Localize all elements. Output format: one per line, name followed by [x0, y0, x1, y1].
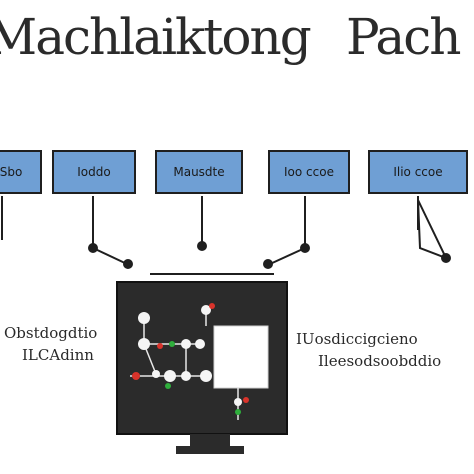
node-red [209, 303, 215, 309]
connector-5-triangle [417, 199, 448, 260]
left-label-line2: ILCAdinn [22, 346, 94, 364]
node-green [235, 409, 241, 415]
monitor-icon [116, 281, 288, 454]
title-text-left: Machlaiktong [0, 8, 312, 66]
left-label: Obstdogdtio ILCAdinn [4, 322, 97, 366]
node-red [132, 372, 140, 380]
node-white [152, 370, 160, 378]
right-label-line1: IUosdiccigcieno [296, 330, 418, 348]
connector-2b [92, 247, 128, 265]
diagram-box-2: Ioddo [52, 150, 136, 194]
node-white [181, 371, 191, 381]
node-white [195, 339, 205, 349]
right-label: IUosdiccigcieno Ileesodsoobddio [296, 328, 441, 372]
node-red [157, 343, 163, 349]
node-white [200, 370, 212, 382]
box-label: Ioo ccoe [284, 165, 334, 179]
right-label-line2: Ileesodsoobddio [318, 352, 442, 370]
node-red [243, 397, 249, 403]
node-white [234, 398, 242, 406]
monitor-base [176, 446, 244, 454]
node-dot [197, 241, 207, 251]
connectors [1, 196, 448, 275]
node-green [169, 341, 175, 347]
node-dot [263, 259, 273, 269]
node-white [201, 305, 211, 315]
box-label: Sbo [0, 165, 23, 179]
node-white [164, 370, 176, 382]
diagram-box-3: Mausdte [155, 150, 243, 194]
connector-nodes [88, 241, 451, 269]
monitor-window [213, 325, 269, 389]
diagram-title: Machlaiktong Pach [0, 8, 474, 68]
diagram-box-4: Ioo ccoe [268, 150, 350, 194]
diagram-box-1: Sbo [0, 150, 42, 194]
node-dot [88, 243, 98, 253]
diagram-box-5: Ilio ccoe [368, 150, 468, 194]
connector-4b [269, 247, 306, 265]
node-dot [123, 259, 133, 269]
box-label: Ioddo [77, 165, 111, 179]
node-white [138, 338, 150, 350]
left-label-line1: Obstdogdtio [4, 324, 98, 342]
node-dot [300, 243, 310, 253]
box-label: Ilio ccoe [393, 165, 443, 179]
network-nodes [132, 303, 249, 415]
node-dot [441, 253, 451, 263]
node-white [181, 339, 191, 349]
title-text-right: Pach [346, 8, 461, 66]
node-green [165, 383, 171, 389]
node-white [138, 312, 150, 324]
box-label: Mausdte [173, 165, 225, 179]
